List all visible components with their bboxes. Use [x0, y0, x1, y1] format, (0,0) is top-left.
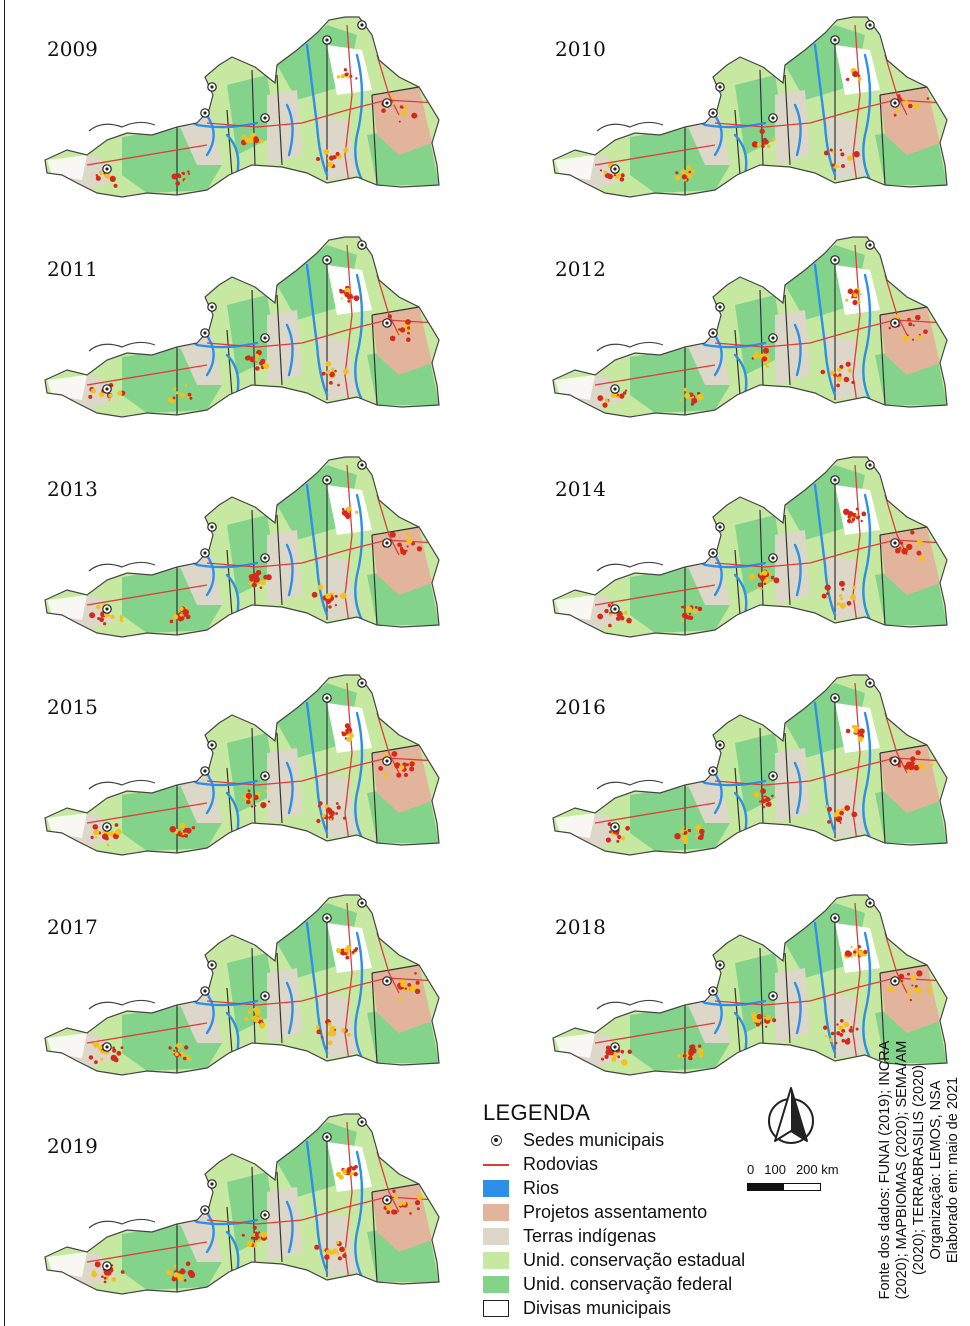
- credits-line: (2020); MAPBIOMAS (2020); SEMA/AM: [894, 1040, 910, 1300]
- scale-label: 100: [764, 1162, 786, 1177]
- legend-item-assentamento: Projetos assentamento: [483, 1200, 783, 1224]
- panel-year: 2013: [47, 477, 98, 501]
- map-graphic: [552, 16, 948, 198]
- panel-year: 2009: [47, 37, 98, 61]
- legend-label: Divisas municipais: [523, 1297, 672, 1318]
- map-panel: 2012: [535, 235, 970, 445]
- panel-year: 2017: [47, 915, 98, 939]
- credits-line: (2020); TERRABRASILIS (2020): [911, 1064, 927, 1276]
- credits-line: Organização: LEMOS, NSA: [928, 1080, 944, 1260]
- legend-item-sedes: Sedes municipais: [483, 1128, 783, 1152]
- map-graphic: [44, 894, 440, 1076]
- legend-label: Unid. conservação estadual: [523, 1249, 746, 1270]
- credits-line: Elaborado em: maio de 2021: [945, 1076, 961, 1264]
- map-panel: 2011: [27, 235, 467, 445]
- map-graphic: [44, 1113, 440, 1295]
- federal-conservation-swatch-icon: [483, 1275, 509, 1293]
- panel-year: 2011: [47, 257, 98, 281]
- river-swatch-icon: [483, 1179, 509, 1197]
- panel-year: 2015: [47, 695, 98, 719]
- legend: LEGENDA Sedes municipais Rodovias Rios P…: [483, 1100, 783, 1320]
- legend-item-uc-estadual: Unid. conservação estadual: [483, 1248, 783, 1272]
- map-graphic: [44, 456, 440, 638]
- map-figure: 2009 2010 2011 2012 2013 2014 2015 2016 …: [4, 0, 970, 1326]
- legend-label: Unid. conservação federal: [523, 1273, 733, 1294]
- map-panel: 2018: [535, 893, 970, 1103]
- legend-item-uc-federal: Unid. conservação federal: [483, 1272, 783, 1296]
- credits: Fonte dos dados: FUNAI (2019); INCRA (20…: [877, 1020, 962, 1320]
- panel-year: 2012: [555, 257, 606, 281]
- map-graphic: [44, 674, 440, 856]
- credits-line: Fonte dos dados: FUNAI (2019); INCRA: [877, 1040, 893, 1300]
- state-conservation-swatch-icon: [483, 1251, 509, 1269]
- scale-label: 0: [747, 1162, 755, 1177]
- legend-label: Terras indígenas: [523, 1225, 657, 1246]
- legend-label: Projetos assentamento: [523, 1201, 708, 1222]
- map-panel: 2010: [535, 15, 970, 225]
- municipal-border-swatch-icon: [483, 1299, 509, 1317]
- map-graphic: [552, 456, 948, 638]
- legend-item-rios: Rios: [483, 1176, 783, 1200]
- panel-year: 2014: [555, 477, 606, 501]
- panel-year: 2019: [47, 1134, 98, 1158]
- map-graphic: [44, 236, 440, 418]
- scale-bar-graphic: [747, 1183, 821, 1191]
- legend-label: Sedes municipais: [523, 1129, 665, 1150]
- settlement-swatch-icon: [483, 1203, 509, 1221]
- map-panel: 2009: [27, 15, 467, 225]
- scale-label: 200 km: [795, 1162, 839, 1177]
- legend-item-divisas: Divisas municipais: [483, 1296, 783, 1320]
- road-line-icon: [483, 1156, 509, 1173]
- map-panel: 2019: [27, 1112, 467, 1322]
- legend-item-rodovias: Rodovias: [483, 1152, 783, 1176]
- map-panel: 2017: [27, 893, 467, 1103]
- map-panel: 2013: [27, 455, 467, 665]
- map-graphic: [552, 674, 948, 856]
- panel-year: 2018: [555, 915, 606, 939]
- scale-bar: 0 100 200 km: [747, 1162, 867, 1191]
- panel-year: 2010: [555, 37, 606, 61]
- map-panel: 2015: [27, 673, 467, 883]
- panel-year: 2016: [555, 695, 606, 719]
- map-graphic: [44, 16, 440, 198]
- map-graphic: [552, 894, 948, 1076]
- map-graphic: [552, 236, 948, 418]
- indigenous-land-swatch-icon: [483, 1227, 509, 1245]
- map-panel: 2014: [535, 455, 970, 665]
- municipal-seat-icon: [483, 1132, 509, 1149]
- legend-title: LEGENDA: [483, 1100, 591, 1125]
- north-arrow-icon: [768, 1087, 814, 1144]
- map-panel: 2016: [535, 673, 970, 883]
- legend-item-terras-indigenas: Terras indígenas: [483, 1224, 783, 1248]
- legend-label: Rios: [523, 1177, 560, 1198]
- legend-label: Rodovias: [523, 1153, 599, 1174]
